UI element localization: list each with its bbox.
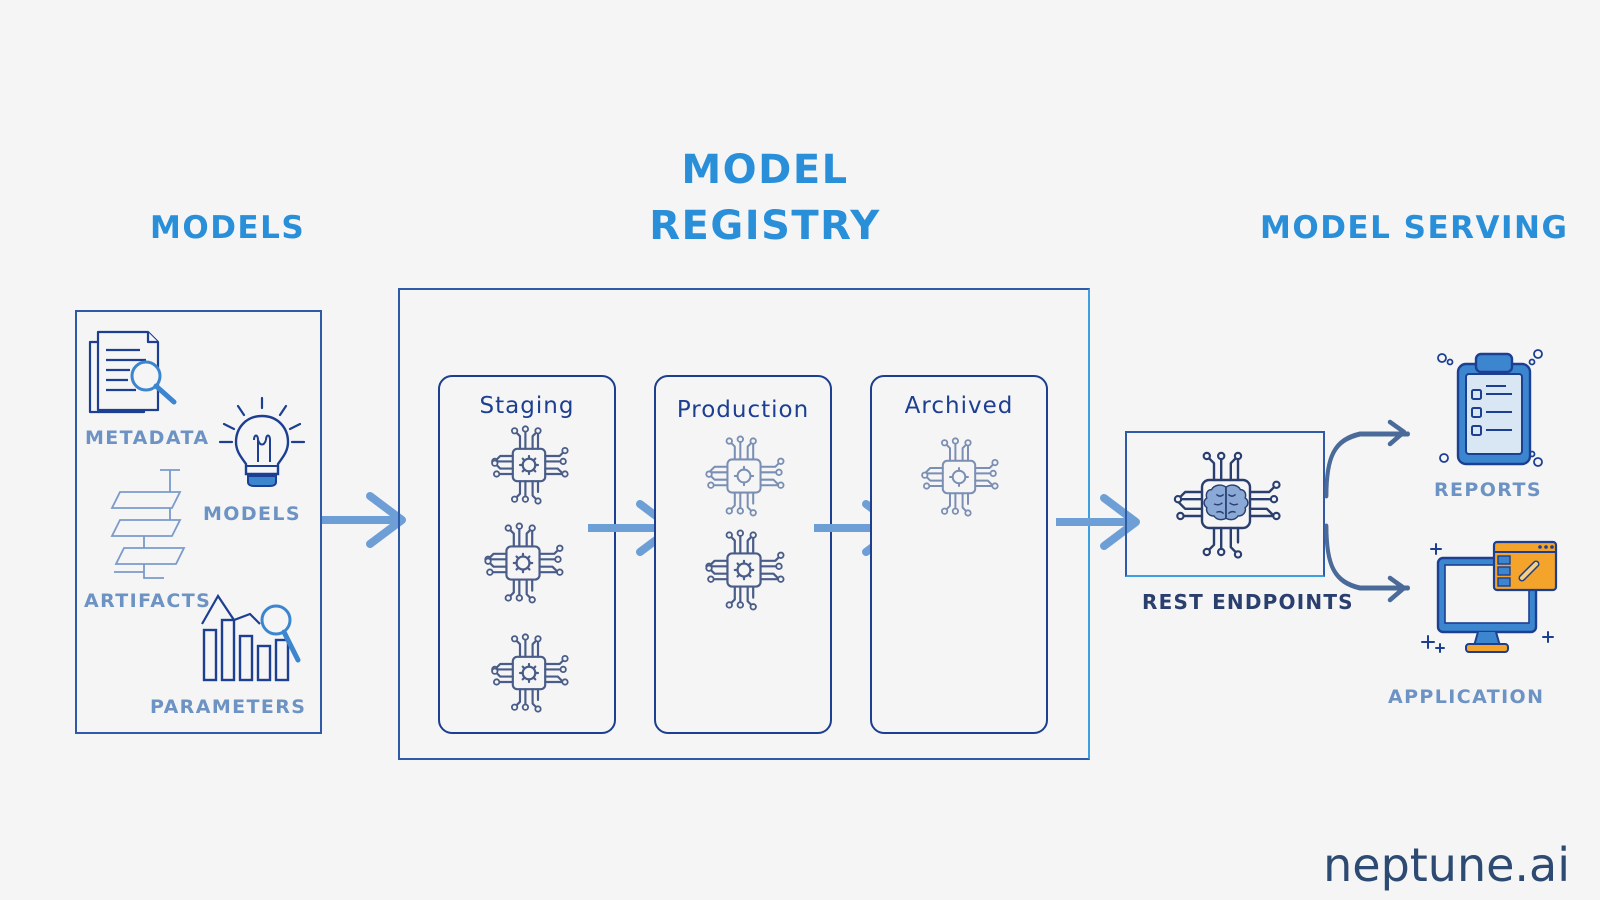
models-heading: MODELS [150, 210, 306, 246]
layers-icon [110, 469, 186, 579]
artifacts-label: ARTIFACTS [84, 590, 212, 612]
stage-archived: Archived [870, 375, 1048, 734]
rest-endpoints-label: REST ENDPOINTS [1142, 590, 1354, 614]
brand-logo: neptune.ai [1323, 838, 1570, 892]
stage-staging: Staging [438, 375, 616, 734]
parameters-label: PARAMETERS [150, 696, 307, 718]
split-arrows-icon [1324, 419, 1411, 603]
model-serving-heading: MODEL SERVING [1260, 210, 1569, 246]
chip-icon [698, 430, 790, 522]
chip-icon [914, 432, 1004, 522]
stage-staging-label: Staging [479, 393, 575, 419]
chip-icon [477, 517, 569, 609]
registry-heading-line2: REGISTRY [649, 203, 881, 249]
lightbulb-icon [218, 396, 306, 487]
stage-archived-label: Archived [904, 393, 1014, 419]
application-label: APPLICATION [1388, 686, 1545, 708]
arrow-right-icon [322, 492, 406, 548]
model-registry-heading: MODEL REGISTRY [600, 142, 930, 254]
models-label: MODELS [203, 503, 302, 525]
chip-icon [484, 628, 574, 718]
reports-label: REPORTS [1434, 479, 1542, 501]
registry-heading-line1: MODEL [681, 147, 849, 193]
stage-production-label: Production [676, 397, 810, 423]
metadata-label: METADATA [85, 427, 210, 449]
monitor-app-icon [1421, 540, 1558, 653]
bar-chart-search-icon [201, 593, 301, 682]
clipboard-icon [1437, 349, 1543, 467]
arrow-right-icon [1056, 494, 1140, 550]
rest-endpoint-box [1125, 431, 1325, 577]
chip-icon [484, 420, 574, 510]
chip-icon [698, 524, 790, 616]
document-search-icon [88, 330, 177, 414]
models-panel [75, 310, 322, 734]
brain-chip-icon [1173, 451, 1281, 559]
